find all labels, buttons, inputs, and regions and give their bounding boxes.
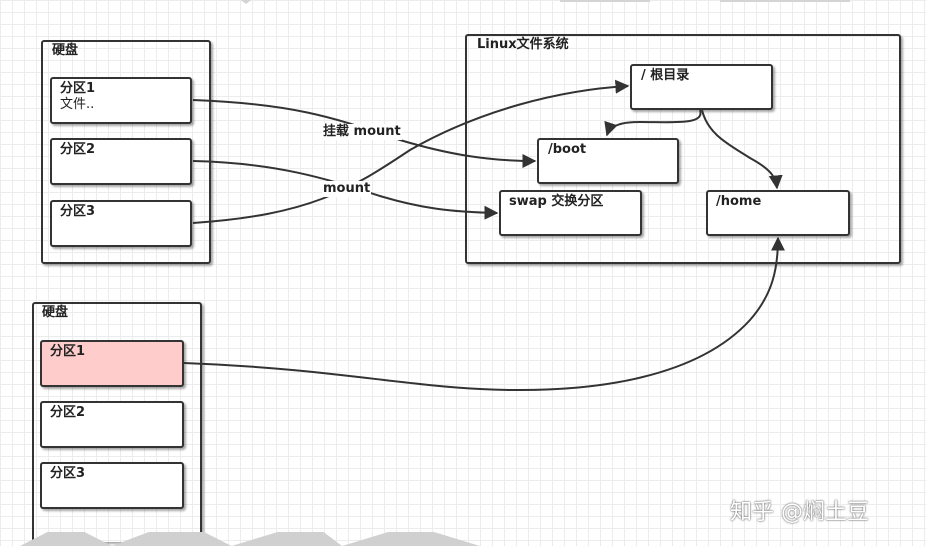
partition-label: 分区1	[50, 344, 86, 359]
disk-top-partition2: 分区2	[50, 138, 192, 185]
disk-top-title: 硬盘	[52, 43, 79, 58]
partition-sublabel: 文件..	[60, 97, 95, 112]
disk-bottom-partition2: 分区2	[40, 401, 184, 448]
decorative-shape-top	[720, 0, 850, 2]
disk-bottom-partition3: 分区3	[40, 462, 184, 509]
root-directory: / 根目录	[630, 64, 773, 110]
disk-bottom-title: 硬盘	[42, 305, 69, 320]
decorative-shape-top	[560, 0, 650, 2]
swap-label: swap 交换分区	[509, 194, 604, 209]
disk-top-partition3: 分区3	[50, 200, 192, 247]
boot-directory: /boot	[537, 138, 679, 184]
partition-label: 分区3	[60, 204, 96, 219]
partition-label: 分区3	[50, 466, 86, 481]
decorative-shape-top	[230, 0, 262, 4]
partition-label: 分区1	[60, 81, 96, 96]
partition-label: 分区2	[60, 142, 96, 157]
linux-fs-title: Linux文件系统	[477, 37, 569, 52]
watermark: 知乎 @焖土豆	[730, 500, 869, 525]
boot-label: /boot	[548, 142, 587, 157]
partition-label: 分区2	[50, 405, 86, 420]
disk-top-partition1: 分区1 文件..	[50, 77, 192, 124]
edge-label-mount1: 挂载 mount	[322, 124, 402, 140]
disk-bottom-container	[32, 302, 202, 542]
edge-label-mount2: mount	[322, 181, 372, 197]
root-label: / 根目录	[641, 68, 690, 83]
home-label: /home	[716, 194, 762, 209]
home-directory: /home	[706, 190, 850, 236]
swap-partition: swap 交换分区	[499, 190, 642, 236]
disk-bottom-partition1: 分区1	[40, 340, 184, 387]
